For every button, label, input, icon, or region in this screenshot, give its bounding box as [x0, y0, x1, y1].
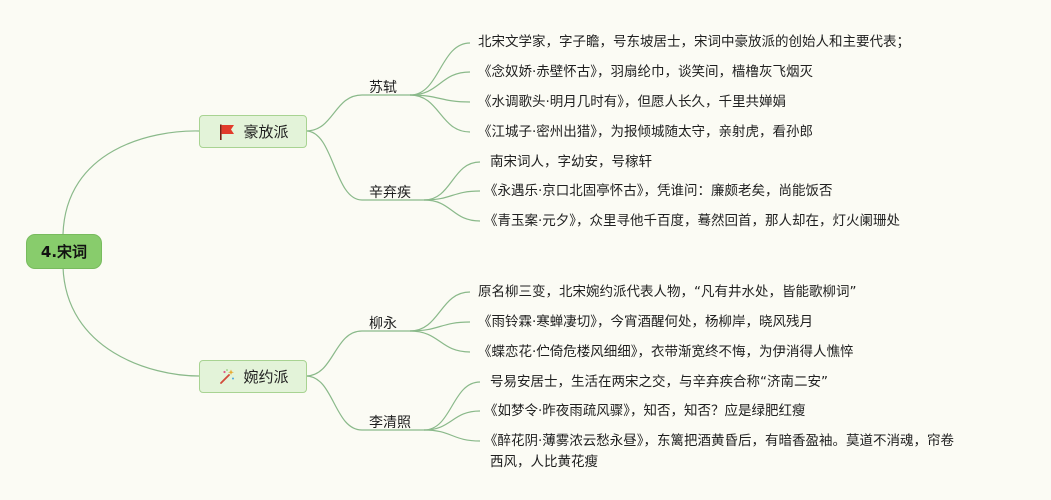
leaf-item[interactable]: 南宋词人，字幼安，号稼轩	[490, 154, 652, 170]
leaf-item[interactable]: 《水调歌头·明月几时有》，但愿人长久，千里共婵娟	[478, 94, 787, 110]
connector-line	[305, 130, 424, 201]
connector-line	[409, 94, 471, 133]
poet-label: 李清照	[369, 415, 411, 431]
connector-line	[305, 375, 424, 431]
connector-line	[423, 381, 481, 431]
leaf-item[interactable]: 《永遇乐·京口北固亭怀古》，凭谁问：廉颇老矣，尚能饭否	[484, 183, 833, 199]
connector-line	[409, 71, 471, 96]
leaf-item[interactable]: 《念奴娇·赤壁怀古》，羽扇纶巾，谈笑间，樯橹灰飞烟灭	[478, 64, 814, 80]
red-flag-icon	[217, 122, 237, 142]
leaf-item[interactable]: 《青玉案·元夕》，众里寻他千百度，蓦然回首，那人却在，灯火阑珊处	[484, 213, 901, 229]
leaf-item-continuation: 西风，人比黄花瘦	[490, 454, 598, 470]
connector-line	[409, 291, 471, 332]
sparkle-wand-icon	[217, 367, 237, 387]
leaf-item[interactable]: 号易安居士，生活在两宋之交，与辛弃疾合称“济南二安”	[490, 374, 828, 390]
connector-line	[423, 190, 481, 201]
connector-line	[409, 42, 471, 96]
leaf-item[interactable]: 原名柳三变，北宋婉约派代表人物，“凡有井水处，皆能歌柳词”	[478, 284, 857, 300]
connector-line	[62, 266, 200, 377]
poet-node-xinqiji[interactable]: 辛弃疾	[369, 182, 411, 202]
poet-node-liqingzhao[interactable]: 李清照	[369, 412, 411, 432]
school-node-wanyue[interactable]: 婉约派	[199, 360, 307, 393]
school-label: 豪放派	[243, 123, 289, 141]
connector-line	[409, 94, 471, 103]
leaf-item[interactable]: 《醉花阴·薄雾浓云愁永昼》，东篱把酒黄昏后，有暗香盈袖。莫道不消魂，帘卷	[484, 433, 955, 449]
connector-line	[62, 130, 200, 235]
leaf-item[interactable]: 北宋文学家，字子瞻，号东坡居士，宋词中豪放派的创始人和主要代表；	[478, 34, 910, 50]
connector-line	[423, 199, 481, 222]
connector-line	[409, 321, 471, 332]
school-node-haofang[interactable]: 豪放派	[199, 115, 307, 148]
leaf-item[interactable]: 《如梦令·昨夜雨疏风骤》，知否，知否？应是绿肥红瘦	[484, 403, 806, 419]
poet-label: 苏轼	[369, 80, 397, 96]
poet-label: 辛弃疾	[369, 185, 411, 201]
leaf-item[interactable]: 《蝶恋花·伫倚危楼风细细》，衣带渐宽终不悔，为伊消得人憔悴	[478, 344, 854, 360]
connector-line	[423, 410, 481, 431]
poet-node-liuyong[interactable]: 柳永	[369, 313, 397, 333]
leaf-item[interactable]: 《雨铃霖·寒蝉凄切》，今宵酒醒何处，杨柳岸，晓风残月	[478, 314, 814, 330]
leaf-item[interactable]: 《江城子·密州出猎》，为报倾城随太守，亲射虎，看孙郎	[478, 124, 814, 140]
connector-line	[409, 330, 471, 353]
poet-label: 柳永	[369, 316, 397, 332]
school-label: 婉约派	[243, 368, 289, 386]
connector-line	[305, 330, 410, 377]
connector-line	[423, 429, 481, 442]
root-label: 4.宋词	[40, 243, 88, 261]
connector-line	[423, 161, 481, 201]
connector-line	[305, 94, 410, 132]
poet-node-sushi[interactable]: 苏轼	[369, 77, 397, 97]
root-node[interactable]: 4.宋词	[26, 234, 102, 269]
